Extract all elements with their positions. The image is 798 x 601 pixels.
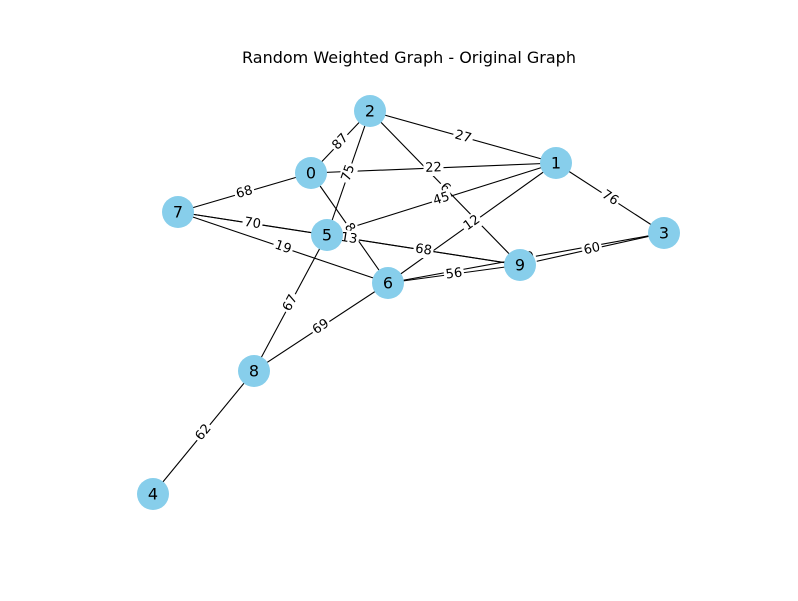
graph-title: Random Weighted Graph - Original Graph xyxy=(242,48,576,67)
edge-weight-label-8-4: 62 xyxy=(190,419,217,446)
node-label: 8 xyxy=(249,362,259,381)
node-circle xyxy=(354,95,386,127)
edge-weight-text: 67 xyxy=(280,292,301,314)
node-label: 2 xyxy=(365,102,375,121)
edge-weight-label-1-5: 45 xyxy=(429,188,454,210)
edge-weight-label-7-6: 19 xyxy=(270,236,296,259)
node-4: 4 xyxy=(137,478,169,510)
edge-weight-label-6-8: 69 xyxy=(308,314,334,340)
edge-weight-label-background xyxy=(270,236,296,259)
edge-weight-label-background xyxy=(451,126,475,148)
edge-weight-label-background xyxy=(190,419,217,446)
node-6: 6 xyxy=(372,267,404,299)
node-circle xyxy=(238,355,270,387)
node-3: 3 xyxy=(648,217,680,249)
edge-weight-label-6-9: 56 xyxy=(443,264,465,284)
edge-weight-label-background xyxy=(459,210,485,236)
edge-weight-label-1-6: 12 xyxy=(459,210,485,236)
node-label: 4 xyxy=(148,485,158,504)
edge-weight-text: 68 xyxy=(234,183,254,202)
edge-weight-label-background xyxy=(423,159,444,177)
edge-weight-label-9-3: 60 xyxy=(580,239,604,259)
edge-weight-text: 70 xyxy=(243,215,262,232)
node-label: 0 xyxy=(306,164,316,183)
node-circle xyxy=(311,219,343,251)
edge-weight-label-background xyxy=(580,239,604,259)
edge-weight-label-background xyxy=(337,160,360,186)
node-0: 0 xyxy=(295,157,327,189)
node-2: 2 xyxy=(354,95,386,127)
node-circle xyxy=(295,157,327,189)
edge-weight-label-background xyxy=(597,185,623,211)
edge-weight-text: 22 xyxy=(425,160,442,176)
edge-weight-label-background xyxy=(429,188,454,210)
edge-weight-label-0-1: 22 xyxy=(423,159,444,177)
edge-weight-label-5-8: 67 xyxy=(278,290,303,316)
edge-weight-label-1-3: 76 xyxy=(597,185,623,211)
edge-weight-text: 27 xyxy=(453,128,473,147)
edge-weight-text: 45 xyxy=(431,189,451,208)
node-5: 5 xyxy=(311,219,343,251)
edge-weight-label-2-5: 75 xyxy=(337,160,360,186)
edge-weight-label-0-7: 68 xyxy=(232,182,257,203)
edge-weight-label-background xyxy=(337,229,361,248)
edge-weight-label-7-5: 70 xyxy=(241,214,264,233)
edge-weight-label-background xyxy=(443,264,465,284)
node-label: 5 xyxy=(322,226,332,245)
node-label: 1 xyxy=(551,154,561,173)
node-circle xyxy=(372,267,404,299)
node-circle xyxy=(504,249,536,281)
node-label: 7 xyxy=(173,203,183,222)
edge-weight-label-2-0: 87 xyxy=(327,129,354,155)
node-label: 3 xyxy=(659,224,669,243)
node-circle xyxy=(648,217,680,249)
node-7: 7 xyxy=(162,196,194,228)
edge-weight-text: 56 xyxy=(445,265,463,282)
edge-weight-text: 19 xyxy=(273,238,293,258)
edge-weight-label-7-9: 13 xyxy=(337,229,361,248)
edge-weight-label-background xyxy=(232,182,257,203)
edge-weight-text: 68 xyxy=(414,241,433,258)
node-8: 8 xyxy=(238,355,270,387)
edge-weight-text: 13 xyxy=(340,230,359,247)
edge-weight-label-background xyxy=(327,129,354,155)
node-1: 1 xyxy=(540,147,572,179)
edge-weight-label-background xyxy=(308,314,334,340)
edge-weight-label-background xyxy=(278,290,303,316)
node-circle xyxy=(137,478,169,510)
node-label: 9 xyxy=(515,256,525,275)
node-label: 6 xyxy=(383,274,393,293)
edge-weight-text: 60 xyxy=(582,240,601,258)
node-circle xyxy=(162,196,194,228)
node-9: 9 xyxy=(504,249,536,281)
node-circle xyxy=(540,147,572,179)
edge-weight-label-5-9: 68 xyxy=(412,240,435,260)
edge-weight-label-2-1: 27 xyxy=(451,126,475,148)
edge-weight-label-background xyxy=(412,240,435,260)
edge-weight-text: 75 xyxy=(339,163,359,184)
edge-weight-label-background xyxy=(241,214,264,233)
